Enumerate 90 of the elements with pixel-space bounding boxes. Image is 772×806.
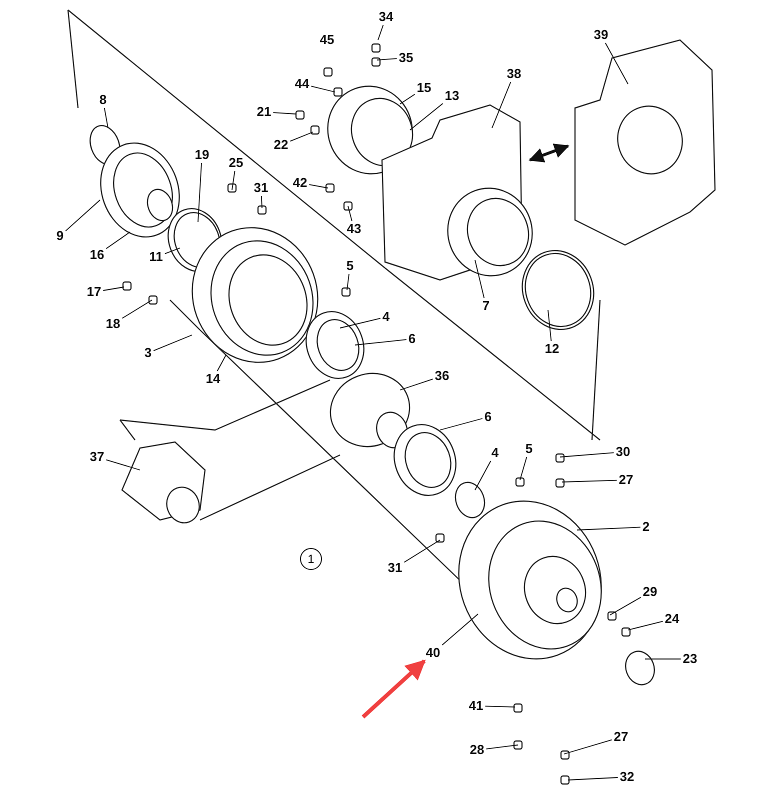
leader-line [104,108,108,128]
leader-line [486,744,518,750]
callout-number: 31 [388,561,402,575]
leader-line [232,170,236,190]
leader-line [310,86,336,92]
leader-line [102,286,124,291]
leader-line [644,658,682,660]
callout-number: 42 [292,176,308,190]
leader-line [260,196,262,208]
callout-number: 14 [206,372,220,386]
arrow [362,660,426,718]
callout-number: 19 [194,148,210,162]
callout-number: 4 [382,310,390,324]
leader-line [604,42,628,84]
callout-number: 3 [144,346,152,360]
callout-number: 13 [444,89,460,103]
callout-number: 2 [642,520,650,534]
leader-line [65,200,100,232]
leader-line [484,706,516,708]
leader-line [346,274,350,290]
leader-line [400,378,434,390]
leader-line [198,162,202,222]
callout-number: 27 [614,730,628,744]
callout-number: 41 [468,699,484,713]
leader-line [164,248,180,254]
callout-number: 31 [254,181,268,195]
leader-line [348,206,352,222]
leader-line [410,103,444,130]
callout-number: 32 [620,770,634,784]
leader-line [440,418,483,430]
callout-number: 18 [106,317,120,331]
leader-line [628,620,664,630]
callout-number: 43 [346,222,362,236]
callout-number: 15 [416,81,432,95]
leader-line [610,596,642,616]
callout-number: 44 [294,77,310,91]
leader-line [272,112,296,114]
leader-line [290,132,314,142]
leader-line [492,82,512,128]
leader-line [560,452,614,458]
callout-number: 6 [484,410,492,424]
callout-number: 27 [618,473,634,487]
leader-line [576,526,641,530]
callout-number: 8 [99,93,107,107]
callout-number: 25 [228,156,244,170]
callout-number: 28 [470,743,484,757]
callout-number: 34 [378,10,394,24]
leader-line [520,456,528,480]
callout-number: 5 [346,259,354,273]
callout-number: 7 [482,299,490,313]
leader-line [153,334,192,352]
leader-line [378,24,384,40]
leader-line [404,540,440,563]
leader-line [106,459,140,470]
leader-line [106,232,130,250]
leader-line [376,58,398,60]
circled-callout-number: 1 [300,548,322,570]
callout-number: 36 [434,369,450,383]
leader-line [340,318,381,328]
leader-line [474,460,492,490]
callout-number: 23 [682,652,698,666]
leader-line [308,184,328,188]
leader-line [562,480,618,482]
callout-number: 6 [408,332,416,346]
callout-number: 35 [398,51,414,65]
callout-number: 45 [320,33,334,47]
callout-number: 16 [90,248,104,262]
callout-number: 24 [664,612,680,626]
leader-line [474,260,485,298]
leader-line [568,777,618,780]
leader-line [400,94,416,104]
callout-number: 21 [256,105,272,119]
leader-line [122,300,152,319]
callout-number: 22 [274,138,288,152]
callout-number: 5 [525,442,533,456]
leader-line [564,739,612,754]
leader-line [216,354,226,372]
leader-line [442,614,478,646]
callout-number: 17 [86,285,102,299]
callout-number: 38 [506,67,522,81]
callout-number: 40 [426,646,440,660]
leader-line [354,339,407,346]
callout-number: 9 [56,229,64,243]
callout-number: 37 [90,450,104,464]
callout-number: 29 [642,585,658,599]
callout-number: 30 [616,445,630,459]
callout-number: 39 [594,28,608,42]
callout-number: 12 [544,342,560,356]
callout-number: 11 [149,250,163,264]
callout-number: 4 [491,446,499,460]
